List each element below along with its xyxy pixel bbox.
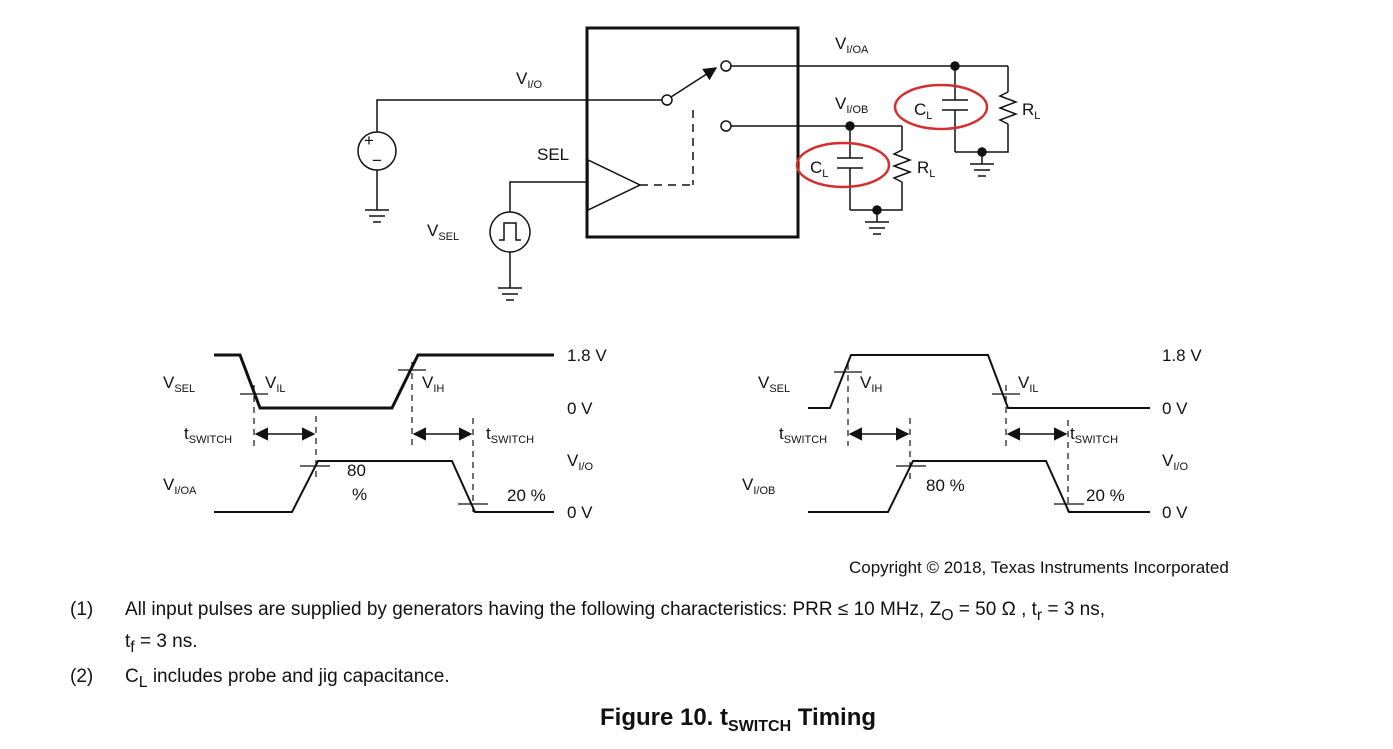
timing-right — [808, 354, 1150, 513]
ground-icon — [865, 221, 889, 235]
footnote-1: (1) All input pulses are supplied by gen… — [70, 597, 1370, 656]
left-pct20: 20 % — [507, 486, 546, 505]
ground-icon — [365, 209, 389, 223]
cl-highlight-b — [795, 141, 891, 189]
vsel-waveform-right — [808, 354, 1150, 409]
source-plus: + — [364, 131, 374, 150]
switch-arm — [670, 67, 718, 98]
resistor-b — [891, 149, 913, 183]
footnote-text: CL includes probe and jig capacitance. — [125, 666, 450, 691]
left-pct80-line1: 80 — [347, 461, 366, 480]
left-label-v-io: VI/O — [567, 451, 593, 473]
common-terminal — [661, 94, 673, 106]
right-label-v-il: VIL — [1018, 373, 1039, 395]
left-label-v-il: VIL — [265, 373, 286, 395]
left-label-v-sel: VSEL — [163, 373, 195, 395]
label-v-iob: VI/OB — [835, 94, 868, 116]
label-v-ioa: VI/OA — [835, 34, 869, 56]
right-level-high: 1.8 V — [1162, 346, 1202, 365]
footnote-number: (2) — [70, 666, 94, 687]
vsel-wire — [509, 181, 588, 212]
footnote-number: (1) — [70, 599, 94, 620]
figure-caption: Figure 10. tSWITCH Timing — [599, 704, 877, 735]
terminal-b — [720, 120, 732, 132]
label-cl-b: CL — [810, 158, 828, 180]
right-pct20: 20 % — [1086, 486, 1125, 505]
label-rl-b: RL — [917, 158, 935, 180]
left-label-v-ih: VIH — [422, 373, 444, 395]
left-label-v-ioa: VI/OA — [163, 475, 197, 497]
tswitch-timing-diagram: + − VI/O VI/OA VI/OB SEL VSEL CL RL CL R… — [163, 26, 1202, 522]
vsel-waveform-left — [214, 353, 554, 410]
label-rl-a: RL — [1022, 100, 1040, 122]
test-circuit — [357, 26, 1019, 301]
terminal-a — [720, 60, 732, 72]
ground-icon — [498, 287, 522, 301]
pulse-source-symbol — [489, 211, 531, 253]
label-v-io: VI/O — [516, 69, 542, 91]
viob-waveform-right — [808, 460, 1150, 513]
label-v-sel: VSEL — [427, 221, 459, 243]
cl-highlight-a — [893, 83, 989, 131]
left-level-high: 1.8 V — [567, 346, 607, 365]
left-label-tswitch-2: tSWITCH — [486, 424, 534, 446]
copyright-notice: Copyright © 2018, Texas Instruments Inco… — [849, 558, 1229, 577]
ground-icon — [970, 163, 994, 177]
resistor-a — [997, 91, 1019, 125]
label-cl-a: CL — [914, 100, 932, 122]
right-label-tswitch-1: tSWITCH — [779, 424, 827, 446]
sel-buffer-triangle — [587, 158, 642, 212]
right-level-zero-bottom: 0 V — [1162, 503, 1188, 522]
left-pct80-line2: % — [352, 485, 367, 504]
footnote-text: All input pulses are supplied by generat… — [125, 599, 1106, 656]
label-sel: SEL — [537, 145, 569, 164]
timing-left — [214, 353, 554, 513]
right-label-v-ih: VIH — [860, 373, 882, 395]
right-level-zero-top: 0 V — [1162, 399, 1188, 418]
pulse-icon — [499, 222, 521, 241]
right-label-tswitch-2: tSWITCH — [1070, 424, 1118, 446]
left-level-zero-bottom: 0 V — [567, 503, 593, 522]
right-label-v-sel: VSEL — [758, 373, 790, 395]
vioa-waveform-left — [214, 460, 554, 513]
right-pct80: 80 % — [926, 476, 965, 495]
right-label-v-io: VI/O — [1162, 451, 1188, 473]
left-label-tswitch-1: tSWITCH — [184, 424, 232, 446]
left-level-zero-top: 0 V — [567, 399, 593, 418]
switch-ic-box — [585, 26, 800, 239]
vio-wire — [376, 99, 662, 132]
source-minus: − — [372, 151, 382, 170]
footnote-2: (2) CL includes probe and jig capacitanc… — [70, 664, 1370, 692]
right-label-v-iob: VI/OB — [742, 475, 775, 497]
